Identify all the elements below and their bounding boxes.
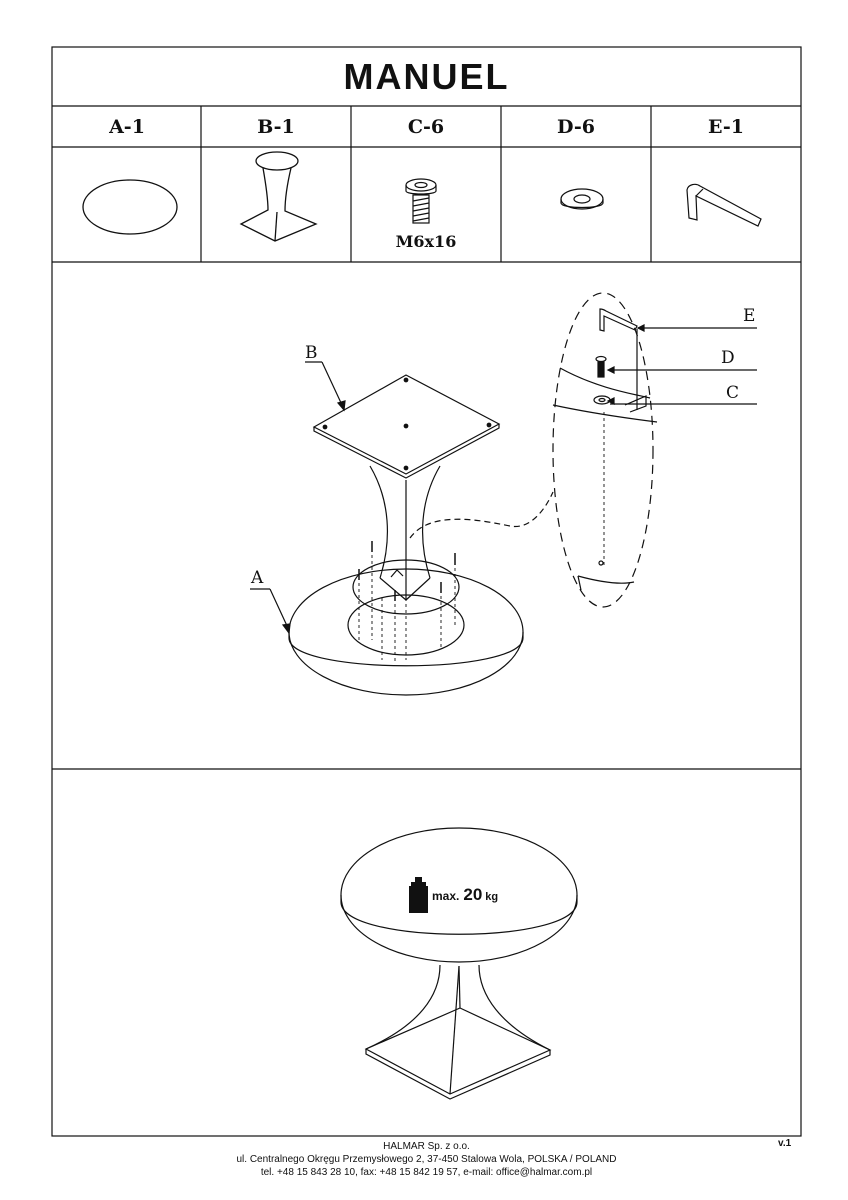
callout-b: B: [305, 343, 318, 363]
weight-icon: [409, 877, 428, 913]
footer-address: ul. Centralnego Okręgu Przemysłowego 2, …: [236, 1154, 617, 1165]
callout-a: A: [251, 568, 264, 588]
part-e-allen-key-icon: [686, 183, 762, 227]
part-label-a: A-1: [109, 116, 145, 138]
screw-size-label: M6x16: [395, 232, 457, 251]
part-a-tabletop-icon: [82, 179, 178, 235]
callout-c: C: [726, 383, 740, 403]
assembly-drawing: [250, 292, 757, 696]
part-label-e: E-1: [708, 116, 744, 138]
product-title: MANUEL: [343, 56, 510, 97]
footer-company: HALMAR Sp. z o.o.: [383, 1141, 470, 1152]
footer-contact: tel. +48 15 843 28 10, fax: +48 15 842 1…: [260, 1167, 593, 1178]
part-label-d: D-6: [557, 116, 595, 138]
part-label-b: B-1: [257, 116, 295, 138]
max-load-unit: kg: [485, 891, 499, 903]
finished-table-drawing: [340, 827, 578, 1100]
version-label: v.1: [778, 1138, 792, 1149]
part-c-screw-icon: [405, 178, 437, 224]
callout-d: D: [721, 348, 735, 368]
page-frame: [51, 46, 802, 1137]
max-load-value: 20: [463, 885, 483, 904]
part-label-c: C-6: [407, 116, 445, 138]
max-load-prefix: max.: [432, 889, 460, 903]
part-b-base-icon: [239, 151, 318, 242]
callout-e: E: [743, 306, 756, 326]
part-d-washer-icon: [560, 188, 604, 210]
